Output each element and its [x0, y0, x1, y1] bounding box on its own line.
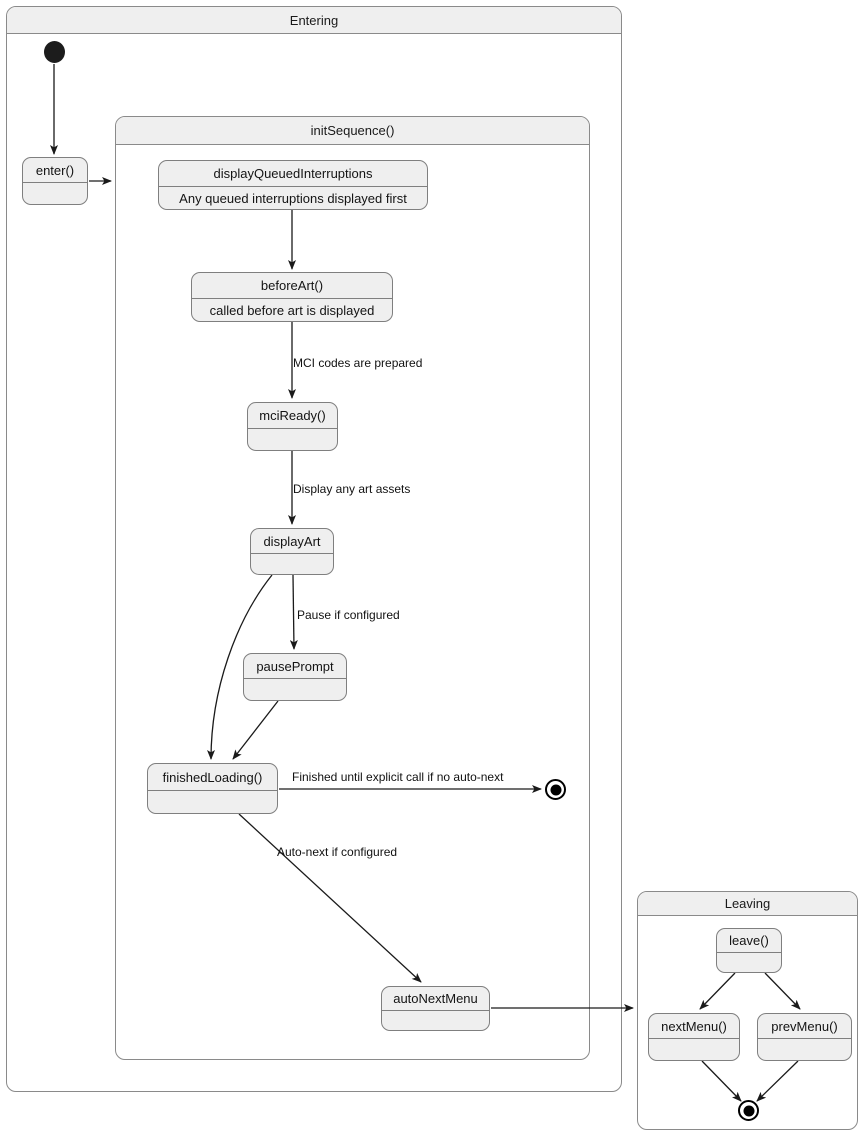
state-finished-loading-title: finishedLoading(): [162, 769, 263, 785]
state-prev-menu-body: [758, 1039, 851, 1060]
initial-pseudostate-entering[interactable]: [44, 41, 65, 63]
state-display-art-divider: [251, 553, 333, 554]
edge-label-display-art-assets: Display any art assets: [293, 482, 411, 496]
state-auto-next-menu[interactable]: autoNextMenu: [381, 986, 490, 1031]
state-leave-divider: [717, 952, 781, 953]
state-before-art-divider: [192, 298, 392, 299]
state-display-queued-interruptions[interactable]: displayQueuedInterruptions Any queued in…: [158, 160, 428, 210]
state-mci-ready-body: [248, 429, 337, 450]
state-leave-body: [717, 953, 781, 972]
final-state-leaving-inner: [743, 1105, 754, 1116]
state-finished-loading-body: [148, 791, 277, 813]
state-prev-menu-title: prevMenu(): [771, 1018, 838, 1034]
edge-label-mci-codes-prepared: MCI codes are prepared: [293, 356, 423, 370]
state-leave-title: leave(): [729, 933, 769, 948]
state-display-art[interactable]: displayArt: [250, 528, 334, 575]
state-mci-ready[interactable]: mciReady(): [247, 402, 338, 451]
state-next-menu-body: [649, 1039, 739, 1060]
state-mci-ready-divider: [248, 428, 337, 429]
state-enter-body: [23, 183, 87, 204]
state-display-art-title: displayArt: [263, 533, 321, 549]
state-pause-prompt-title: pausePrompt: [256, 658, 334, 674]
state-leave[interactable]: leave(): [716, 928, 782, 973]
state-auto-next-menu-body: [382, 1011, 489, 1030]
state-enter[interactable]: enter(): [22, 157, 88, 205]
edge-label-auto-next-if-configured: Auto-next if configured: [277, 845, 398, 859]
state-before-art-body: called before art is displayed: [209, 302, 375, 318]
composite-state-init-sequence-title: initSequence(): [116, 117, 589, 145]
state-display-art-body: [251, 554, 333, 574]
state-next-menu-divider: [649, 1038, 739, 1039]
state-display-queued-interruptions-title: displayQueuedInterruptions: [213, 166, 373, 181]
composite-state-leaving-title: Leaving: [638, 892, 857, 916]
state-next-menu[interactable]: nextMenu(): [648, 1013, 740, 1061]
state-auto-next-menu-divider: [382, 1010, 489, 1011]
state-display-queued-interruptions-divider: [159, 186, 427, 187]
edge-label-finished-until-explicit-call: Finished until explicit call if no auto-…: [292, 770, 504, 784]
state-display-queued-interruptions-body: Any queued interruptions displayed first: [179, 190, 407, 206]
state-enter-title: enter(): [35, 162, 75, 178]
composite-state-leaving[interactable]: Leaving: [637, 891, 858, 1130]
state-prev-menu-divider: [758, 1038, 851, 1039]
state-finished-loading[interactable]: finishedLoading(): [147, 763, 278, 814]
composite-state-entering-title: Entering: [7, 7, 621, 34]
state-auto-next-menu-title: autoNextMenu: [393, 991, 478, 1006]
composite-state-init-sequence[interactable]: initSequence(): [115, 116, 590, 1060]
state-before-art-title: beforeArt(): [260, 278, 324, 293]
state-pause-prompt-divider: [244, 678, 346, 679]
final-state-leaving[interactable]: [738, 1100, 759, 1121]
state-pause-prompt[interactable]: pausePrompt: [243, 653, 347, 701]
final-state-entering-inner: [550, 784, 561, 795]
state-pause-prompt-body: [244, 679, 346, 700]
state-finished-loading-divider: [148, 790, 277, 791]
edge-label-pause-if-configured: Pause if configured: [297, 608, 400, 622]
state-next-menu-title: nextMenu(): [661, 1018, 727, 1034]
state-prev-menu[interactable]: prevMenu(): [757, 1013, 852, 1061]
final-state-entering[interactable]: [545, 779, 566, 800]
state-mci-ready-title: mciReady(): [259, 408, 326, 423]
state-before-art[interactable]: beforeArt() called before art is display…: [191, 272, 393, 322]
state-enter-divider: [23, 182, 87, 183]
